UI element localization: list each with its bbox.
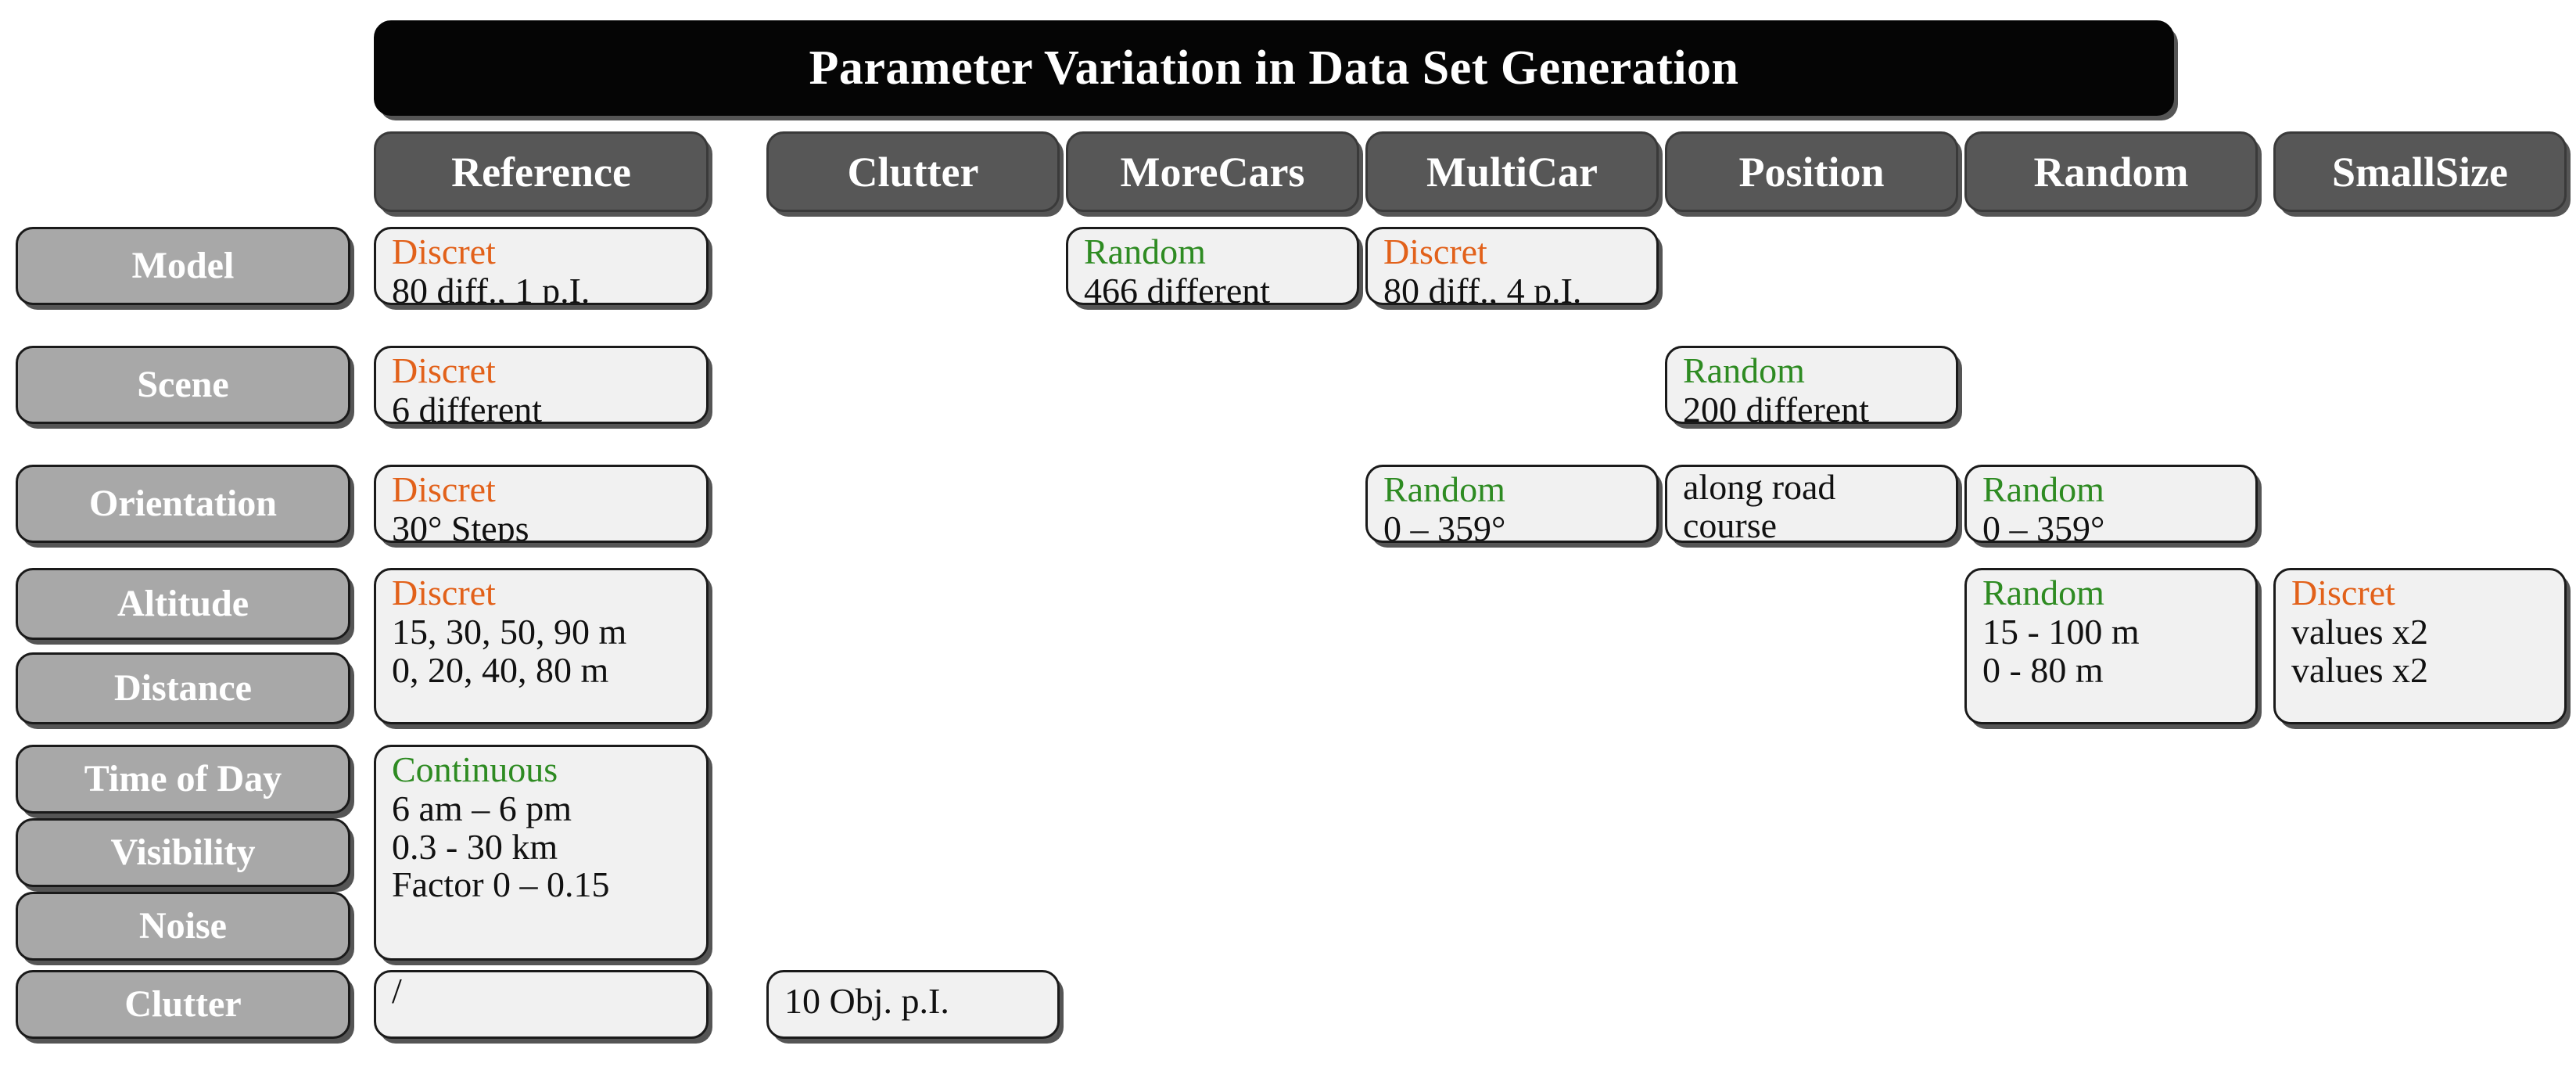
cell-line: 0 – 359° (1383, 508, 1506, 543)
cell-kind-label: Discret (392, 469, 496, 509)
cell-morecars-model[interactable]: Random 466 different (1066, 227, 1359, 305)
row-label-text: Time of Day (84, 758, 282, 799)
cell-line: 80 diff., 1 p.I. (392, 270, 590, 305)
column-header-label: Reference (451, 148, 631, 196)
cell-line: 80 diff., 4 p.I. (1383, 270, 1582, 305)
cell-line: Factor 0 – 0.15 (392, 864, 610, 905)
cell-multicar-orientation[interactable]: Random 0 – 359° (1365, 465, 1659, 543)
cell-random-orientation[interactable]: Random 0 – 359° (1964, 465, 2258, 543)
cell-kind-label: Discret (2291, 573, 2395, 613)
cell-random-altitude-distance[interactable]: Random 15 - 100 m 0 - 80 m (1964, 568, 2258, 724)
cell-multicar-model[interactable]: Discret 80 diff., 4 p.I. (1365, 227, 1659, 305)
row-label-orientation[interactable]: Orientation (16, 465, 350, 543)
cell-line: course (1683, 505, 1778, 543)
row-label-text: Noise (139, 905, 227, 947)
cell-line: 6 am – 6 pm (392, 788, 572, 828)
row-label-scene[interactable]: Scene (16, 346, 350, 424)
row-label-text: Orientation (89, 483, 277, 524)
cell-smallsize-altitude-distance[interactable]: Discret values x2 values x2 (2273, 568, 2567, 724)
cell-line: 15, 30, 50, 90 m (392, 611, 627, 652)
cell-line: 0.3 - 30 km (392, 826, 558, 867)
column-header-label: Random (2033, 148, 2189, 196)
column-header-multicar[interactable]: MultiCar (1365, 131, 1659, 212)
column-header-reference[interactable]: Reference (374, 131, 709, 212)
column-header-label: Position (1738, 148, 1885, 196)
cell-reference-environment[interactable]: Continuous 6 am – 6 pm 0.3 - 30 km Facto… (374, 745, 709, 961)
cell-line: 0 – 359° (1982, 508, 2105, 543)
cell-kind-label: Discret (392, 232, 496, 271)
cell-line: 466 different (1084, 270, 1271, 305)
row-label-text: Clutter (124, 983, 242, 1025)
column-header-position[interactable]: Position (1665, 131, 1958, 212)
row-label-visibility[interactable]: Visibility (16, 818, 350, 887)
column-header-smallsize[interactable]: SmallSize (2273, 131, 2567, 212)
page-title: Parameter Variation in Data Set Generati… (809, 41, 1739, 95)
cell-kind-label: Random (1982, 573, 2104, 613)
row-label-text: Model (131, 245, 235, 286)
column-header-label: MultiCar (1426, 148, 1598, 196)
row-label-text: Altitude (117, 583, 249, 624)
cell-kind-label: Random (1683, 350, 1805, 390)
diagram-title-bar: Parameter Variation in Data Set Generati… (374, 20, 2174, 116)
cell-line: along road (1683, 467, 1836, 507)
cell-line: 0 - 80 m (1982, 649, 2104, 690)
cell-line: values x2 (2291, 611, 2429, 652)
row-label-altitude[interactable]: Altitude (16, 568, 350, 640)
column-header-morecars[interactable]: MoreCars (1066, 131, 1359, 212)
cell-position-scene[interactable]: Random 200 different (1665, 346, 1958, 424)
row-label-distance[interactable]: Distance (16, 652, 350, 724)
row-label-text: Visibility (110, 832, 256, 873)
row-label-model[interactable]: Model (16, 227, 350, 305)
cell-clutter-clutter[interactable]: 10 Obj. p.I. (766, 970, 1060, 1039)
cell-line: values x2 (2291, 649, 2429, 690)
cell-kind-label: Random (1982, 469, 2104, 509)
cell-kind-label: Random (1383, 469, 1505, 509)
cell-reference-scene[interactable]: Discret 6 different (374, 346, 709, 424)
row-label-text: Scene (137, 364, 229, 405)
column-header-label: Clutter (847, 148, 979, 196)
cell-reference-altitude-distance[interactable]: Discret 15, 30, 50, 90 m 0, 20, 40, 80 m (374, 568, 709, 724)
cell-line: 6 different (392, 389, 543, 424)
cell-kind-label: Continuous (392, 749, 558, 789)
cell-line: 0, 20, 40, 80 m (392, 649, 609, 690)
cell-line: 15 - 100 m (1982, 611, 2140, 652)
row-label-text: Distance (114, 667, 252, 709)
cell-line: 30° Steps (392, 508, 529, 543)
cell-line: 10 Obj. p.I. (784, 980, 949, 1021)
column-header-label: MoreCars (1120, 148, 1305, 196)
cell-position-orientation[interactable]: along road course (1665, 465, 1958, 543)
cell-reference-model[interactable]: Discret 80 diff., 1 p.I. (374, 227, 709, 305)
cell-kind-label: Discret (392, 350, 496, 390)
cell-reference-orientation[interactable]: Discret 30° Steps (374, 465, 709, 543)
cell-kind-label: Discret (1383, 232, 1487, 271)
cell-reference-clutter[interactable]: / (374, 970, 709, 1039)
row-label-noise[interactable]: Noise (16, 892, 350, 961)
row-label-clutter[interactable]: Clutter (16, 970, 350, 1039)
row-label-timeofday[interactable]: Time of Day (16, 745, 350, 814)
column-header-random[interactable]: Random (1964, 131, 2258, 212)
cell-kind-label: Discret (392, 573, 496, 613)
column-header-clutter[interactable]: Clutter (766, 131, 1060, 212)
column-header-label: SmallSize (2332, 148, 2508, 196)
cell-kind-label: Random (1084, 232, 1206, 271)
cell-line: / (392, 971, 402, 1011)
cell-line: 200 different (1683, 389, 1870, 424)
